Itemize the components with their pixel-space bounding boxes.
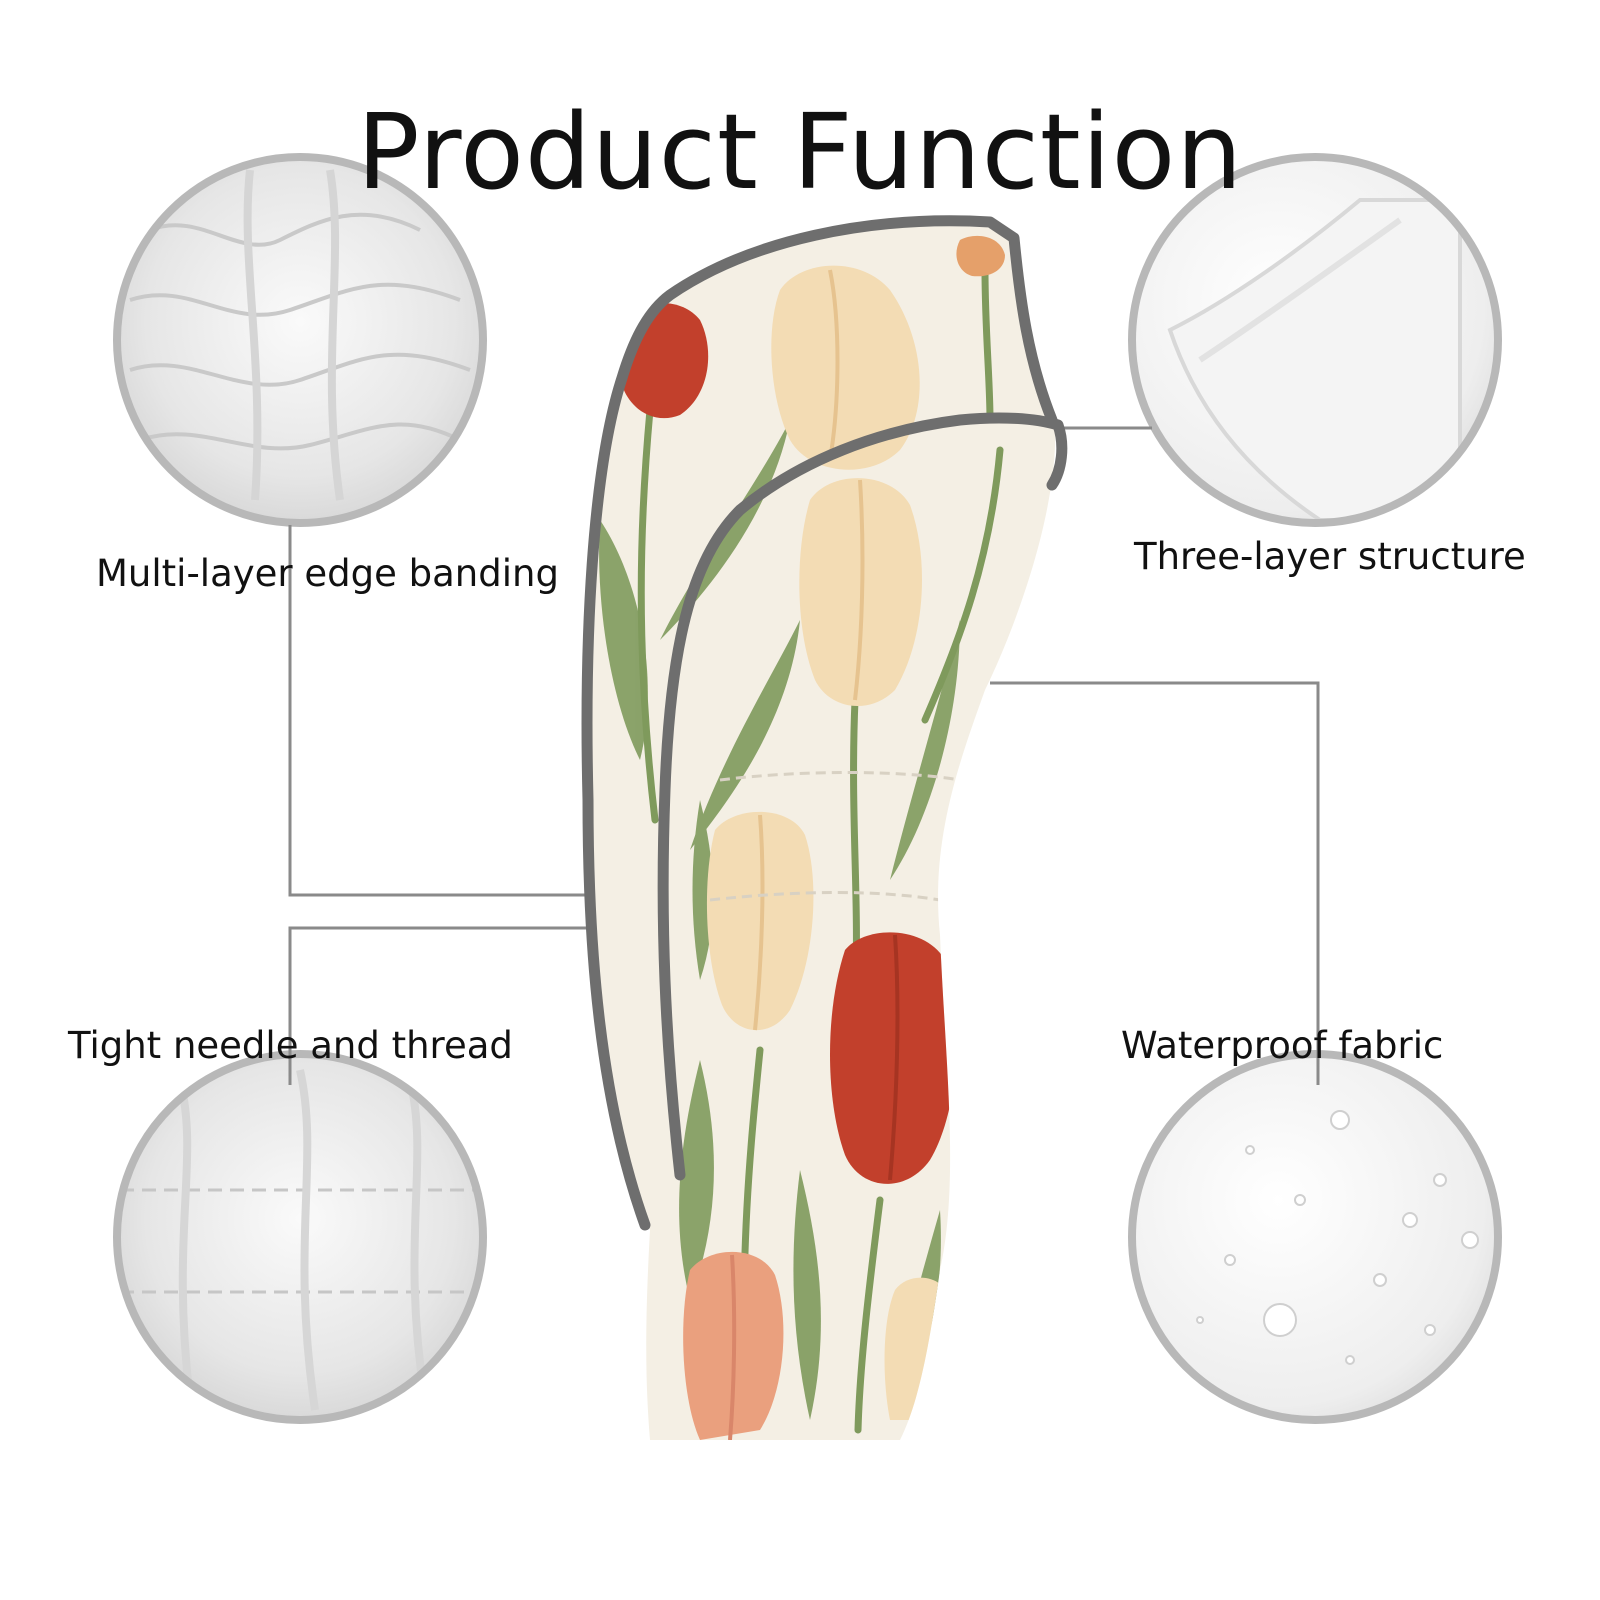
connector-lines: [288, 426, 1320, 1085]
detail-circle-edge-banding: [113, 153, 487, 527]
detail-circle-waterproof: [1128, 1050, 1502, 1424]
connector-edge-banding: [288, 525, 612, 897]
connector-waterproof: [990, 681, 1320, 1085]
tulip-red-lower: [830, 932, 957, 1184]
feature-label-waterproof: Waterproof fabric: [1121, 1024, 1444, 1067]
detail-circle-three-layer: [1128, 153, 1502, 527]
feature-label-three-layer: Three-layer structure: [1134, 535, 1526, 578]
connector-needle-thread: [288, 926, 612, 1085]
page-title: Product Function: [356, 90, 1244, 213]
feature-label-needle-thread: Tight needle and thread: [68, 1024, 513, 1067]
feature-label-edge-banding: Multi-layer edge banding: [96, 552, 559, 595]
tulip-cream-top: [771, 265, 920, 470]
detail-circle-needle-thread: [113, 1050, 487, 1424]
tulip-cream-lower: [706, 811, 814, 1031]
golf-club-head-cover-icon: [581, 215, 1068, 1440]
